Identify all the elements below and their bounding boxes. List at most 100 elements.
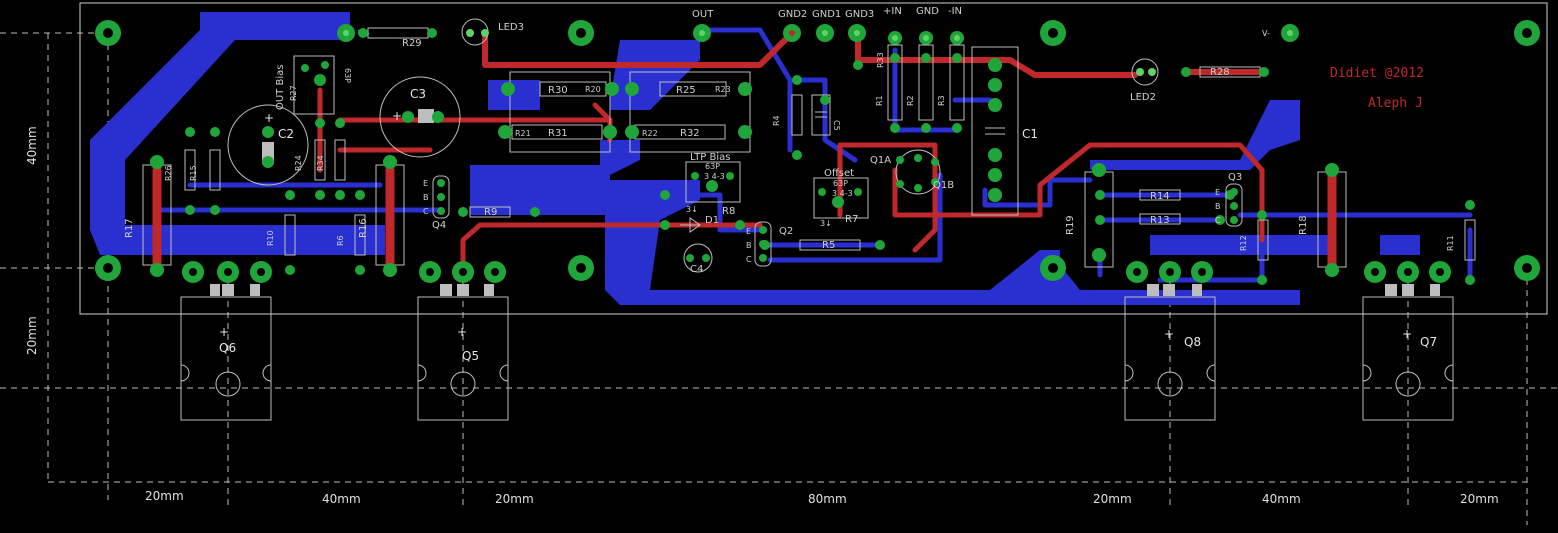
svg-text:E: E [746,227,751,236]
capacitor-c5: C5 [811,94,841,136]
mounting-hole [568,20,594,46]
capacitor-c4: C4 [683,243,713,275]
resistor-r17-label: R17 [124,218,135,238]
mounting-hole [95,20,121,46]
mounting-hole [568,255,594,281]
dim-vertical-20mm: 20mm [25,316,39,355]
small-transistors: E B C Q4 E B C Q2 E B C Q3 Q1A Q1B [423,149,1243,267]
dim-horizontal-7: 20mm [1460,492,1499,506]
transistor-q8-label: Q8 [1184,335,1201,349]
svg-text:+: + [219,325,229,339]
resistor-r28-label: R28 [1210,67,1230,78]
svg-text:+: + [1164,327,1174,341]
dim-horizontal-3: 20mm [495,492,534,506]
svg-text:63P: 63P [705,162,720,171]
transistor-q3-label: Q3 [1228,172,1242,183]
led-led3: LED3 [461,18,524,46]
dim-horizontal-5: 20mm [1093,492,1132,506]
svg-text:C: C [1215,216,1221,225]
capacitor-c1: C1 [971,46,1038,216]
connector-pads: V+ OUT GND2 GND1 GND3 +IN GND -IN [337,6,1299,45]
resistor-r6-label: R6 [336,235,345,246]
resistor-r12-label: R12 [1239,235,1248,251]
svg-text:+: + [264,111,274,125]
board-outline [79,2,1548,315]
transistor-q6: + Q6 [180,284,272,421]
resistor-r23-label: R23 [715,85,731,94]
trimmer-offset: Offset 63P 3 4-3 3↓ [813,168,869,228]
transistor-q1b-label: Q1B [933,180,954,191]
svg-text:C: C [423,207,429,216]
resistor-r32-label: R32 [680,128,700,139]
svg-text:B: B [423,193,429,202]
connector-gnd3: GND3 [845,9,874,42]
transistor-q5-label: Q5 [462,349,479,363]
connector-gnd1: GND1 [812,9,841,42]
svg-text:3↓: 3↓ [686,205,698,214]
credit-project: Aleph J [1368,96,1423,111]
trimmer-out-bias: OUT Bias 63P [275,55,352,115]
resistor-r1-label: R1 [875,95,884,106]
dim-horizontal-4: 80mm [808,492,847,506]
resistor-r11-label: R11 [1446,235,1455,251]
resistor-r10-label: R10 [266,230,275,246]
svg-text:E: E [1215,188,1220,197]
resistor-r7-label: R7 [845,214,858,225]
svg-text:3 4-3: 3 4-3 [704,172,725,181]
svg-text:63P: 63P [343,68,352,83]
svg-text:-IN: -IN [948,6,962,17]
resistor-r16-label: R16 [358,218,369,238]
resistor-r9-label: R9 [484,207,497,218]
connector-in-pos: +IN [883,6,902,45]
trimmer-ltp-bias-label: LTP Bias [690,152,731,163]
transistor-q1a-label: Q1A [870,155,891,166]
mounting-holes [95,20,1540,281]
trimmer-out-bias-label: OUT Bias [275,65,286,110]
resistor-r27-label: R27 [289,85,298,101]
led-led2: LED2 [1130,58,1159,103]
power-transistor-pads [182,261,1451,283]
resistor-r5-label: R5 [822,240,835,251]
resistor-r26-label: R26 [164,165,173,181]
connector-gnd2: GND2 [778,9,807,42]
trimmer-offset-label: Offset [824,168,854,179]
resistor-r21-label: R21 [515,129,531,138]
diode-d1-label: D1 [705,215,719,226]
svg-text:GND: GND [916,6,939,17]
resistor-r8-label: R8 [722,206,735,217]
mounting-hole [1040,20,1066,46]
resistor-r22-label: R22 [642,129,658,138]
svg-text:3↓: 3↓ [820,219,832,228]
resistor-r14-label: R14 [1150,191,1170,202]
transistor-q2-label: Q2 [779,226,793,237]
resistor-r19-label: R19 [1065,215,1076,235]
svg-text:+: + [1402,327,1412,341]
resistor-r20-label: R20 [585,85,601,94]
dim-horizontal-2: 40mm [322,492,361,506]
svg-text:C: C [746,255,752,264]
power-transistor-bodies: + Q6 + Q5 + Q8 + Q7 [180,284,1454,421]
capacitor-c1-label: C1 [1022,127,1038,141]
resistor-r2-label: R2 [906,95,915,106]
connector-out: OUT [692,9,714,42]
resistor-r24-label: R24 [294,155,303,171]
resistor-labels: R29 R28 R30 R20 R25 R23 R21 R31 R22 R32 … [124,38,1455,251]
transistor-q2: E B C Q2 [746,221,793,267]
transistor-q8: + Q8 [1124,284,1216,421]
svg-text:+IN: +IN [883,6,902,17]
resistor-r15-label: R15 [189,165,198,181]
svg-text:B: B [746,241,752,250]
resistor-r3-label: R3 [937,95,946,106]
mounting-hole [1040,255,1066,281]
led-led3-label: LED3 [498,22,524,33]
svg-text:63P: 63P [833,179,848,188]
resistor-r13-label: R13 [1150,215,1170,226]
svg-text:V-: V- [1262,29,1270,38]
dim-vertical-40mm: 40mm [25,126,39,165]
led-led2-label: LED2 [1130,92,1156,103]
transistor-q7: + Q7 [1362,284,1454,421]
mounting-hole [1514,255,1540,281]
svg-text:3 4-3: 3 4-3 [832,189,853,198]
capacitor-c5-label: C5 [832,120,841,131]
